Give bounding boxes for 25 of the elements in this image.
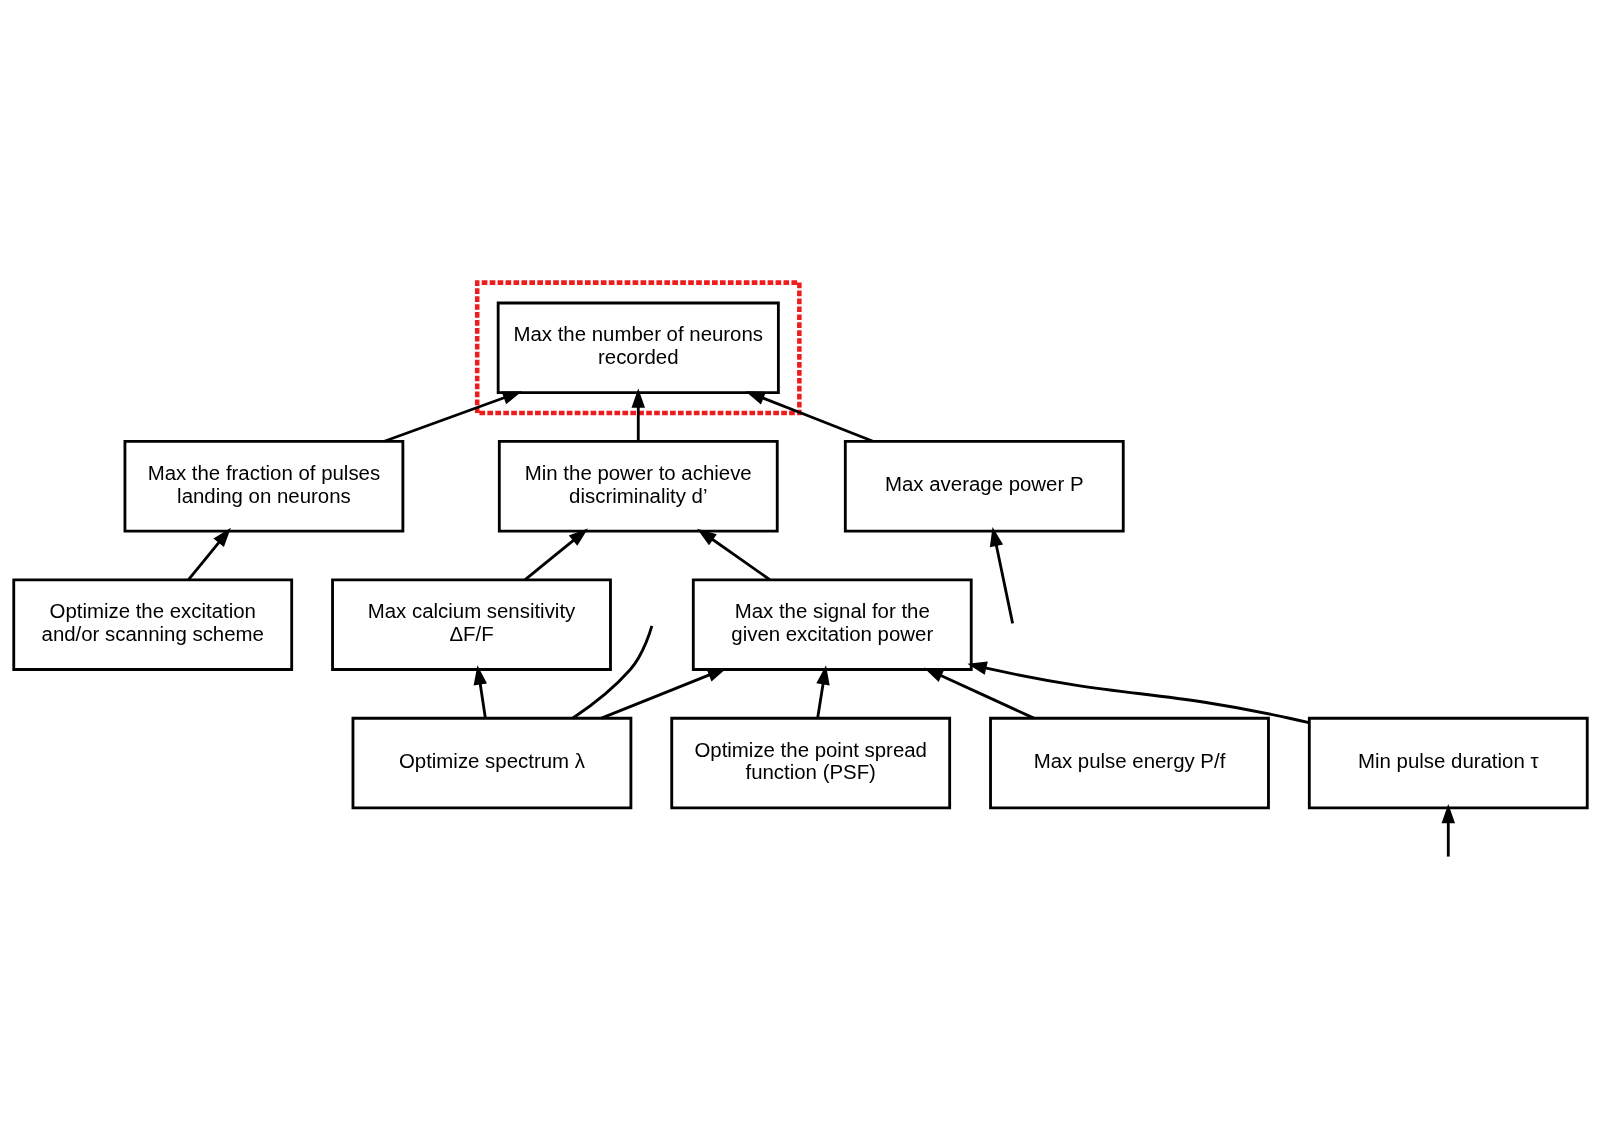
node-box: Min pulse duration τ [1307,716,1589,809]
arrow [1441,803,1456,857]
node-box: Min the power to achieve discriminality d’ [497,439,779,532]
node-box: Max pulse energy P/f [989,716,1270,809]
node-box: Max the signal for the given excitation power [691,577,973,671]
connector [571,624,654,719]
arrow [967,661,1310,724]
arrow [187,527,231,581]
node-box: Max calcium sensitivity ΔF/F [331,577,612,671]
arrow [816,664,830,718]
node-box: Optimize spectrum λ [351,716,633,809]
arrow [631,387,646,441]
arrow [524,527,589,581]
arrow [473,664,487,718]
node-box: Optimize the point spread function (PSF) [670,716,952,809]
arrow [923,667,1035,719]
node-box: Max the fraction of pulses landing on neurons [123,439,405,532]
arrow [989,526,1014,624]
cluster [474,279,802,415]
arrow [745,390,874,443]
node-box: Max average power P [843,439,1125,532]
arrow [383,390,523,443]
node-box: Optimize the excitation and/or scanning scheme [12,577,294,671]
node-box: Max the number of neurons recorded [496,301,780,394]
arrow [697,528,771,581]
